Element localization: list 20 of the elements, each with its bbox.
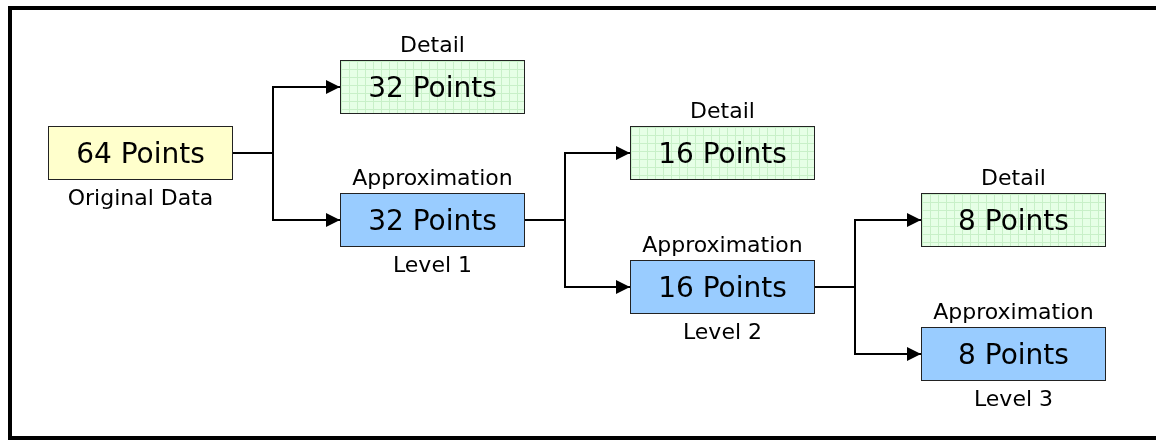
value-text: 16 Points (658, 270, 787, 304)
arrow (524, 219, 631, 294)
value-text: 8 Points (958, 203, 1069, 237)
value-text: 64 Points (76, 136, 205, 170)
arrow (232, 152, 341, 227)
value-text: 32 Points (368, 203, 497, 237)
box-caption: Level 2 (682, 319, 763, 345)
box-caption: Level 1 (392, 252, 473, 278)
value-text: 32 Points (368, 70, 497, 104)
box-caption: Original Data (67, 185, 214, 211)
value-text: 8 Points (958, 337, 1069, 371)
box-heading: Approximation (933, 299, 1094, 325)
box-heading: Detail (981, 165, 1046, 191)
box-heading: Approximation (642, 232, 803, 258)
value-text: 16 Points (658, 136, 787, 170)
box-heading: Approximation (352, 165, 513, 191)
box-caption: Level 3 (973, 386, 1054, 412)
arrow (814, 286, 922, 361)
box-heading: Detail (400, 32, 465, 58)
box-heading: Detail (690, 98, 755, 124)
